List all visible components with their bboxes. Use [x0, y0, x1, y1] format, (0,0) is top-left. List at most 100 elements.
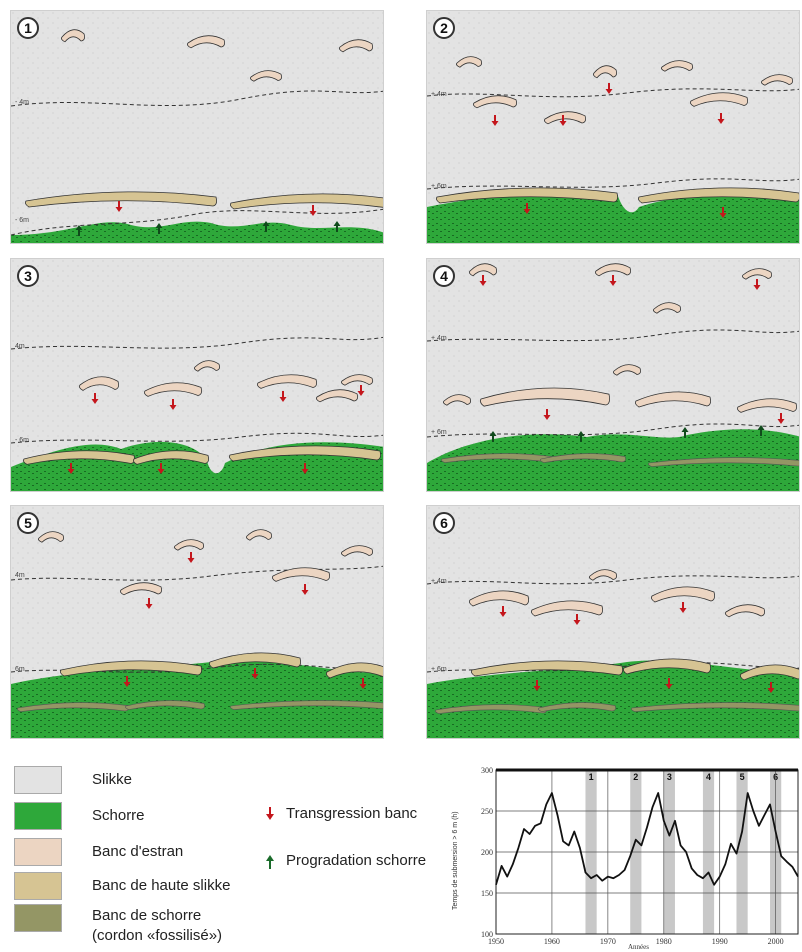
depth-label-top: + 4m — [431, 578, 447, 585]
banc-schorre — [435, 704, 547, 714]
banc-estran — [194, 360, 220, 372]
legend-label-banc-estran: Banc d'estran — [92, 843, 184, 860]
banc-haute-slikke — [436, 187, 618, 204]
transgression-arrow-icon — [605, 83, 613, 94]
legend-label-slikke: Slikke — [92, 771, 133, 788]
transgression-arrow-icon — [559, 115, 567, 126]
panel-number-badge: 1 — [17, 17, 39, 39]
banc-estran — [341, 374, 373, 386]
banc-estran — [144, 382, 202, 397]
panel-number-badge: 2 — [433, 17, 455, 39]
depth-line-4m — [11, 90, 383, 107]
legend-swatch-slikke — [14, 766, 62, 794]
banc-estran — [61, 29, 85, 43]
transgression-arrow-icon — [67, 463, 75, 474]
banc-estran — [661, 60, 693, 72]
transgression-arrow-icon — [491, 115, 499, 126]
banc-schorre — [540, 453, 626, 463]
banc-estran — [651, 586, 715, 603]
legend-label-banc-schorre-sub: (cordon «fossilisé») — [92, 927, 223, 944]
banc-estran — [473, 95, 517, 109]
transgression-arrow-icon — [169, 399, 177, 410]
banc-estran — [469, 263, 497, 277]
depth-line-6m — [11, 208, 383, 236]
transgression-arrow-icon — [719, 207, 727, 218]
period-label-1: 1 — [589, 772, 594, 782]
progradation-arrow-icon — [489, 431, 497, 442]
y-tick-label: 300 — [481, 766, 493, 775]
panel-number-badge: 4 — [433, 265, 455, 287]
legend-swatch-schorre — [14, 802, 62, 830]
progradation-arrow-icon — [757, 425, 765, 436]
depth-label-bottom: + 6m — [431, 666, 447, 673]
banc-schorre — [538, 702, 616, 712]
depth-label-top: 4m — [15, 572, 25, 579]
depth-label-top: + 4m — [431, 335, 447, 342]
depth-label-bottom: - 6m — [15, 217, 29, 224]
transgression-arrow-icon — [157, 463, 165, 474]
depth-line-4m — [11, 336, 383, 350]
x-tick-label: 2000 — [768, 937, 784, 946]
transgression-arrow-icon — [523, 203, 531, 214]
banc-estran — [761, 74, 793, 86]
progradation-arrow-icon — [333, 221, 341, 232]
x-tick-label: 1960 — [544, 937, 560, 946]
banc-schorre — [230, 700, 383, 710]
panel-6: 6+ 4m+ 6m — [426, 505, 800, 739]
banc-estran — [725, 604, 765, 618]
legend-label-banc-haute-slikke: Banc de haute slikke — [92, 877, 231, 894]
banc-estran — [635, 391, 711, 408]
banc-schorre — [17, 702, 129, 712]
banc-estran — [316, 389, 358, 403]
transgression-label: Transgression banc — [286, 805, 418, 822]
depth-line-6m — [427, 661, 799, 673]
transgression-arrow-icon — [479, 275, 487, 286]
legend-swatch-banc-estran — [14, 838, 62, 866]
banc-haute-slikke — [740, 664, 799, 681]
banc-estran — [653, 302, 681, 314]
depth-label-bottom: + 6m — [431, 183, 447, 190]
transgression-arrow-icon — [187, 552, 195, 563]
banc-estran — [469, 590, 529, 607]
banc-estran — [589, 569, 617, 581]
banc-haute-slikke — [23, 450, 135, 465]
y-tick-label: 200 — [481, 848, 493, 857]
banc-estran — [480, 387, 610, 407]
series-line — [495, 792, 799, 886]
period-label-5: 5 — [740, 772, 745, 782]
legend-swatch-banc-haute-slikke — [14, 872, 62, 900]
banc-estran — [339, 39, 373, 53]
banc-estran — [257, 374, 317, 389]
transgression-arrow-icon — [123, 676, 131, 687]
transgression-arrow-icon — [533, 680, 541, 691]
schorre-area — [11, 221, 383, 243]
transgression-arrow-icon — [499, 606, 507, 617]
progradation-arrow-icon — [262, 221, 270, 232]
transgression-arrow-icon — [777, 413, 785, 424]
transgression-arrow-icon — [91, 393, 99, 404]
banc-estran — [246, 529, 272, 541]
depth-label-top: - 4m — [15, 99, 29, 106]
panel-drawing — [11, 259, 383, 491]
banc-haute-slikke — [229, 445, 381, 462]
banc-schorre — [631, 702, 799, 712]
panel-1: 1 - 4m - 6m — [10, 10, 384, 244]
panel-drawing — [427, 11, 799, 243]
panel-number-badge: 3 — [17, 265, 39, 287]
panel-drawing — [11, 506, 383, 738]
panel-drawing — [11, 11, 383, 243]
x-tick-label: 1970 — [600, 937, 616, 946]
transgression-arrow-icon — [266, 807, 274, 820]
depth-label-top: + 4m — [431, 91, 447, 98]
depth-label-bottom: - 6m — [15, 437, 29, 444]
period-label-4: 4 — [706, 772, 711, 782]
banc-haute-slikke — [25, 191, 217, 208]
schorre-area — [427, 191, 799, 243]
banc-estran — [544, 111, 586, 125]
transgression-arrow-icon — [357, 385, 365, 396]
banc-estran — [690, 92, 748, 107]
banc-haute-slikke — [209, 652, 301, 669]
transgression-arrow-icon — [251, 668, 259, 679]
banc-schorre — [648, 457, 799, 467]
